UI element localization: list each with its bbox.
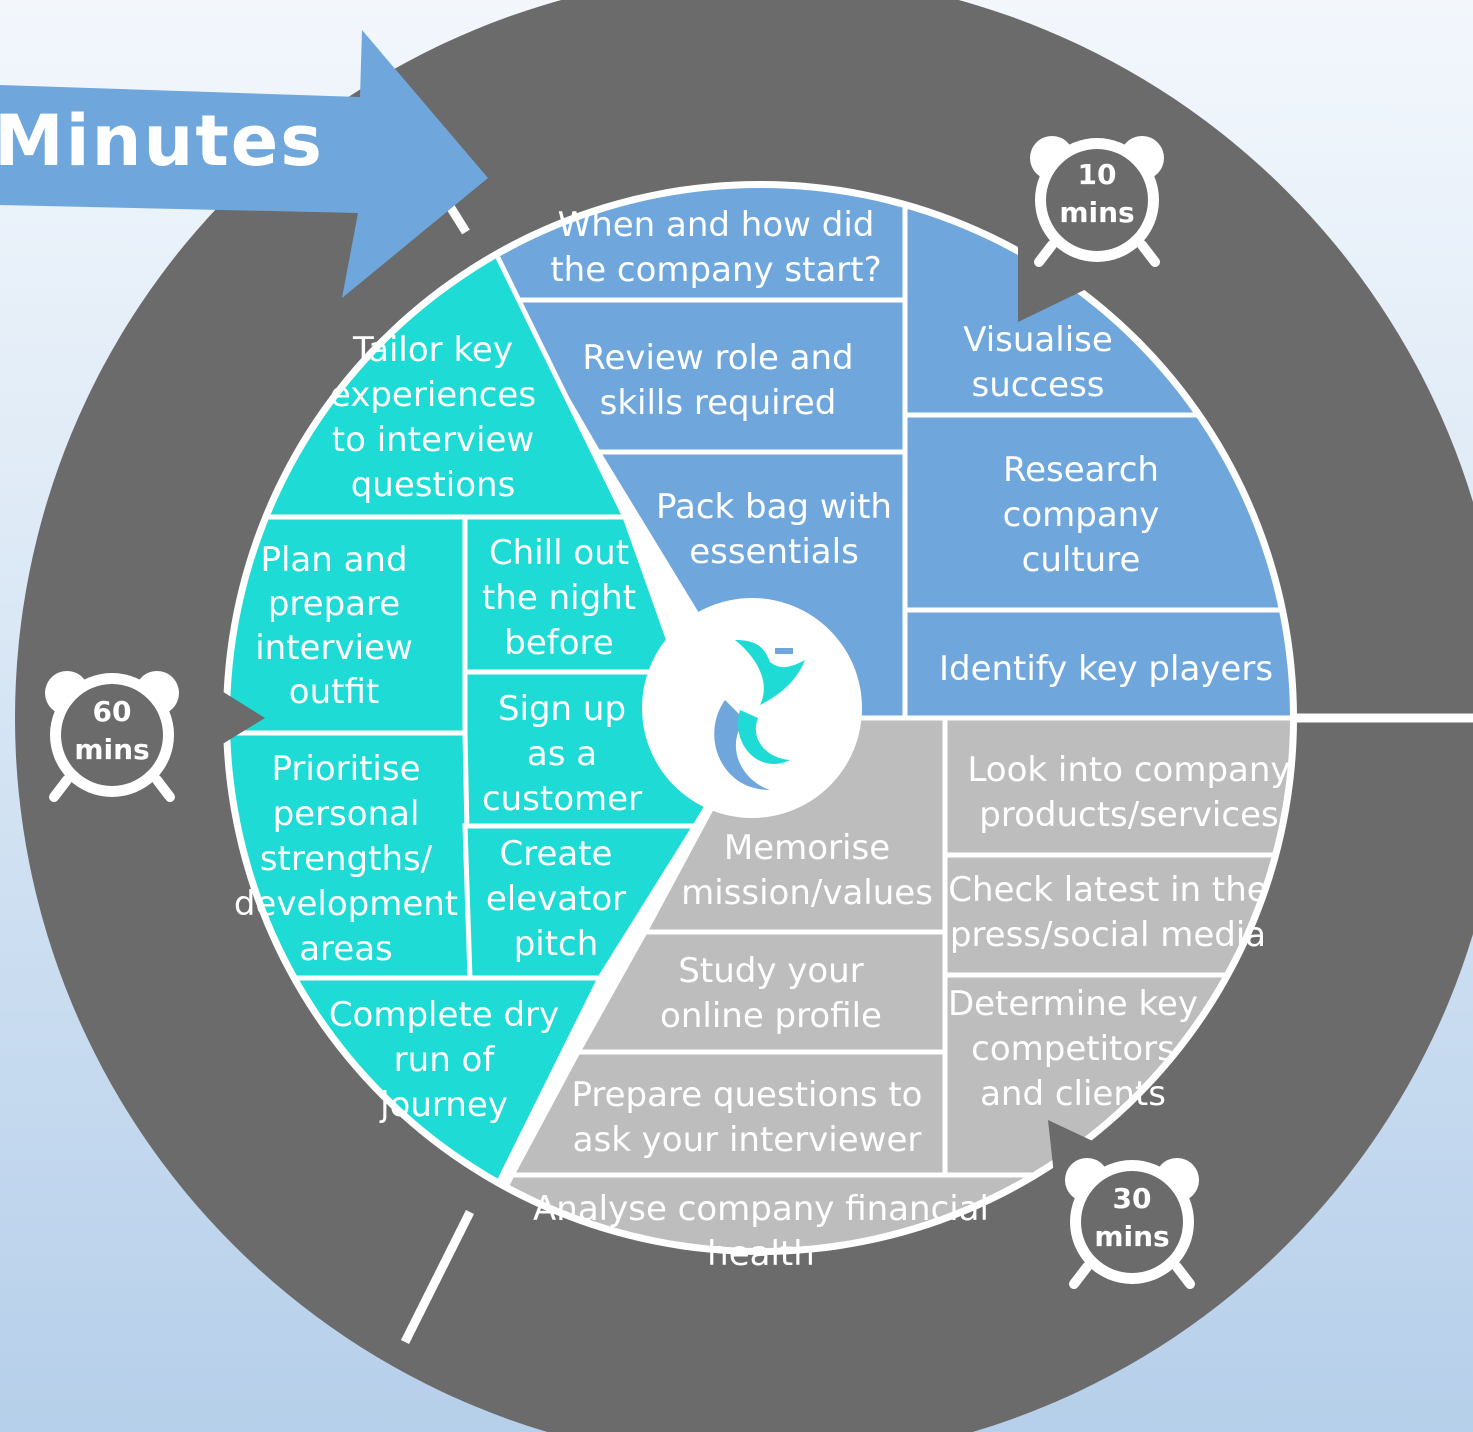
sixty-timer-arrow [180,665,265,770]
thirty-timer-value: 30 [1113,1182,1152,1215]
grey-sector [445,715,1290,1248]
sixty-minute-alarm-clock-icon: 60 mins [45,671,179,802]
blue-label-6: Identify key players [939,649,1273,689]
title-arrow: Minutes [0,30,488,298]
bird-logo-icon [714,640,805,790]
ten-timer-arrow [1018,215,1130,322]
ten-timer-value: 10 [1078,158,1117,191]
page-title: Minutes [0,100,324,182]
ten-timer-unit: mins [1059,196,1134,229]
sixty-timer-value: 60 [93,695,132,728]
ring-divider [400,1209,475,1345]
center-logo-disc [642,598,862,818]
blue-cell-6 [902,607,1290,721]
ten-minute-alarm-clock-icon: 10 mins [1030,136,1164,267]
thirty-timer-unit: mins [1094,1220,1169,1253]
sixty-timer-unit: mins [74,733,149,766]
thirty-minute-alarm-clock-icon: 30 mins [1065,1158,1199,1289]
blue-cell-5 [902,412,1290,613]
